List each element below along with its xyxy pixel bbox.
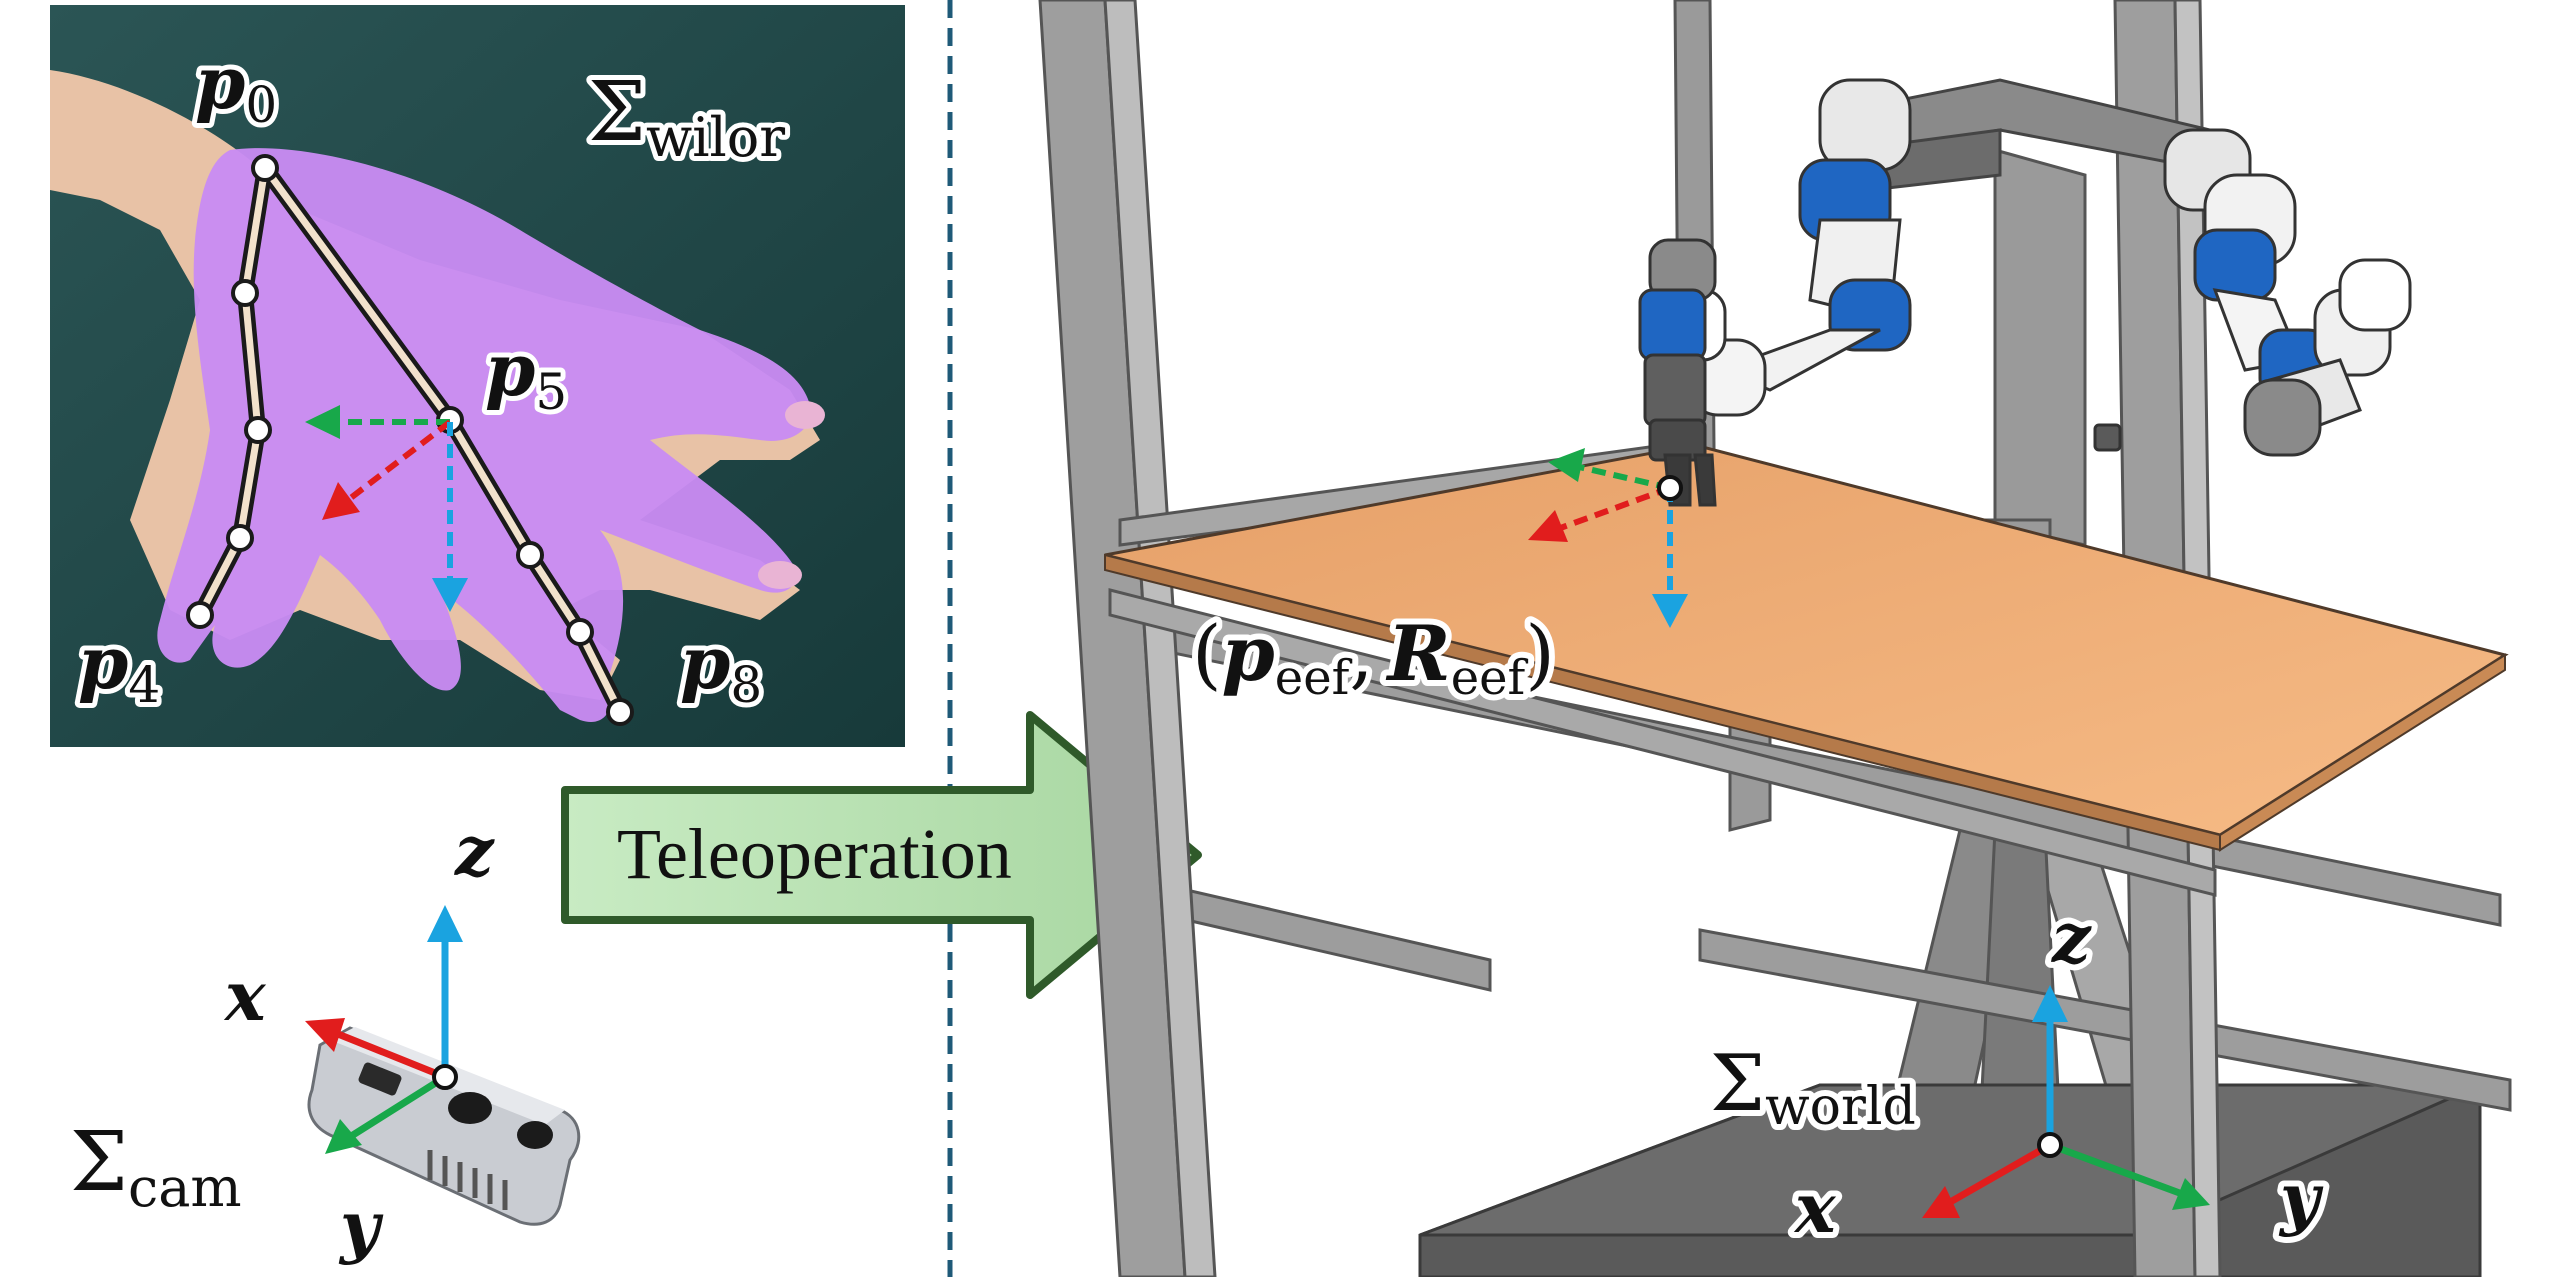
eef-axis-z-head bbox=[1652, 594, 1688, 628]
world-frame-axes bbox=[1941, 1006, 2189, 1209]
cam-frame-label: Σcam bbox=[70, 1115, 242, 1219]
nail-index bbox=[758, 561, 802, 589]
world-axis-x-head bbox=[1922, 1186, 1960, 1218]
robot-scene: (peef,Reef) z x y Σworld bbox=[1038, 0, 2512, 1277]
cam-axis-label-x: x bbox=[223, 957, 267, 1037]
hand-axis-x-head bbox=[322, 482, 360, 520]
cam-axis-z-head bbox=[427, 905, 463, 942]
hand-keypoints bbox=[186, 154, 634, 726]
eef-pose-label: (peef,Reef) bbox=[1192, 609, 1555, 706]
world-axis-z-head bbox=[2032, 985, 2068, 1022]
left-robot-arm bbox=[1638, 78, 1912, 507]
camera-origin bbox=[432, 1064, 458, 1090]
world-axis-label-x: x bbox=[1793, 1169, 1837, 1249]
nail-middle bbox=[785, 401, 825, 429]
right-robot-arm bbox=[2093, 128, 2412, 457]
keypoint-label-p4: p4 bbox=[78, 620, 160, 714]
cam-axis-label-z: z bbox=[454, 812, 495, 892]
cam-axis-x-head bbox=[305, 1018, 345, 1052]
keypoint-label-p5: p5 bbox=[485, 327, 567, 421]
camera-barcode bbox=[358, 1062, 402, 1096]
camera-lens-left bbox=[448, 1092, 492, 1124]
hand-frame-axes bbox=[330, 419, 453, 585]
world-axis-y bbox=[2046, 1141, 2189, 1199]
camera-vents bbox=[427, 1150, 508, 1210]
keypoint-label-p0: p0 bbox=[195, 40, 277, 134]
camera-group: z x y Σcam bbox=[70, 812, 581, 1267]
eef-axis-y bbox=[1574, 463, 1671, 491]
hand-mesh-overlay bbox=[157, 148, 811, 722]
eef-axis-y-head bbox=[1548, 448, 1585, 482]
eef-frame-axes bbox=[1553, 463, 1673, 600]
cam-axis-label-y: y bbox=[338, 1187, 384, 1267]
world-origin bbox=[2037, 1132, 2063, 1158]
world-frame-label: Σworld bbox=[1710, 1039, 1916, 1137]
cam-axis-y bbox=[341, 1073, 449, 1144]
cam-axis-y-head bbox=[325, 1119, 362, 1154]
wilor-frame-label: Σwilor bbox=[588, 65, 785, 169]
camera-lens-right bbox=[517, 1121, 553, 1149]
table bbox=[1104, 443, 2509, 852]
world-axis-label-y: y bbox=[2278, 1159, 2324, 1239]
teleoperation-arrow-label: Teleoperation bbox=[617, 814, 1012, 894]
teleoperation-arrow: Teleoperation bbox=[561, 711, 1202, 999]
eef-axis-x-head bbox=[1528, 510, 1568, 542]
camera-axes bbox=[324, 926, 449, 1144]
cam-axis-x bbox=[324, 1026, 449, 1081]
hand-axis-z-head bbox=[432, 578, 468, 612]
hand-photo-panel: p0 p5 p4 p8 Σwilor bbox=[50, 5, 905, 747]
keypoint-label-p8: p8 bbox=[680, 620, 762, 714]
hand-axis-y-head bbox=[305, 405, 340, 439]
world-axis-y-head bbox=[2172, 1178, 2210, 1210]
eef-origin bbox=[1657, 475, 1683, 501]
world-axis-label-z: z bbox=[2051, 899, 2092, 979]
under-table-rail bbox=[1108, 588, 2217, 897]
world-axis-x bbox=[1941, 1141, 2054, 1209]
